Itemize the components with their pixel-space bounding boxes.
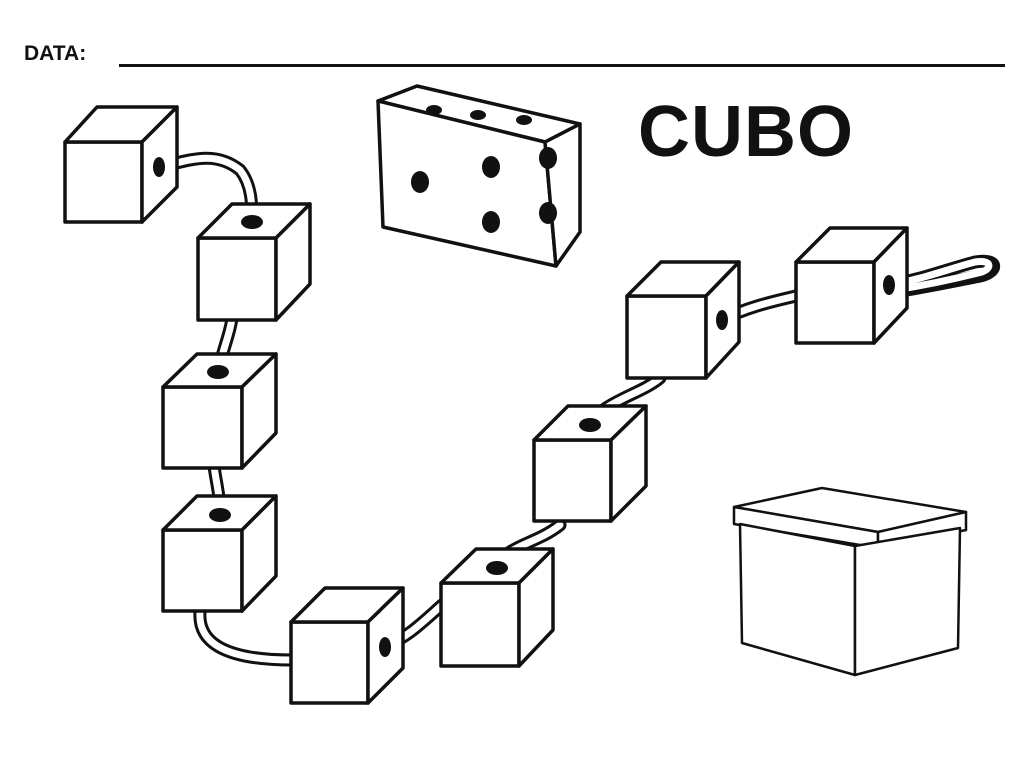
bead-cube-7 <box>532 404 648 523</box>
bead-cube-6 <box>439 547 555 668</box>
date-label: DATA: <box>24 42 87 65</box>
bead-cube-5 <box>289 586 405 705</box>
bead-cube-2 <box>196 202 312 322</box>
bead-cube-9 <box>794 226 909 345</box>
string-rope <box>153 151 1001 667</box>
bead-cube-8 <box>625 260 741 380</box>
date-write-line[interactable] <box>119 64 1005 67</box>
worksheet-title: CUBO <box>638 92 854 172</box>
bead-cube-1 <box>63 105 179 224</box>
bead-cube-4 <box>161 494 278 613</box>
die-icon <box>376 84 582 268</box>
lidded-box-icon <box>732 486 968 677</box>
bead-cube-3 <box>161 352 278 470</box>
